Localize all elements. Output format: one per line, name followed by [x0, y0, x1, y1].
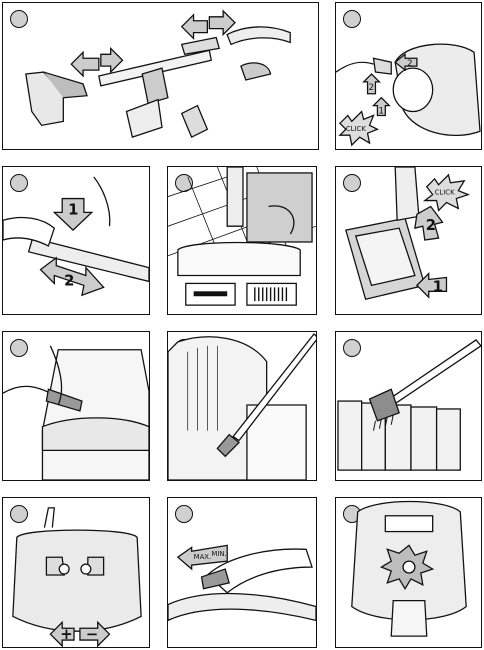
svg-text:+: + [60, 626, 72, 643]
nozzle-cover-illustration: CLICK 2 1 [336, 167, 481, 314]
svg-text:1: 1 [378, 106, 384, 116]
svg-text:1: 1 [68, 201, 78, 218]
svg-text:1: 1 [433, 278, 443, 295]
click-burst-icon: CLICK [340, 112, 377, 146]
telescopic-tube-illustration: 1 2 [3, 167, 149, 314]
step-panel-1 [2, 2, 319, 150]
numbered-arrow-icon: 1 [54, 199, 91, 231]
numbered-arrow-icon: 1 [373, 98, 389, 117]
step-panel-7 [167, 331, 317, 481]
dustbag-indicator-illustration [336, 498, 481, 647]
step-panel-11 [335, 497, 482, 648]
svg-text:CLICK: CLICK [346, 125, 366, 133]
numbered-arrow-icon: 2 [364, 74, 380, 94]
hose-connection-illustration: 2 2 1 CLICK [336, 3, 481, 149]
crevice-tool-illustration [168, 332, 316, 480]
step-panel-2: 2 2 1 CLICK [335, 2, 482, 150]
floor-nozzle-illustration [168, 167, 316, 314]
step-panel-5: CLICK 2 1 [335, 166, 482, 315]
svg-text:2: 2 [426, 217, 436, 234]
dusting-brush-illustration [336, 332, 481, 480]
svg-text:CLICK: CLICK [435, 189, 455, 197]
accessories-illustration [3, 3, 318, 149]
step-panel-10: MAX. MIN. [167, 497, 317, 648]
svg-text:−: − [86, 626, 98, 643]
step-panel-9: + − [2, 497, 150, 648]
step-panel-6 [2, 331, 150, 481]
step-panel-4 [167, 166, 317, 315]
step-panel-8 [335, 331, 482, 481]
power-control-illustration: + − [3, 498, 149, 647]
suction-regulator-illustration: MAX. MIN. [168, 498, 316, 647]
click-burst-icon: CLICK [425, 175, 468, 211]
svg-text:MIN.: MIN. [211, 550, 226, 558]
svg-text:2: 2 [369, 83, 375, 93]
svg-text:MAX.: MAX. [194, 553, 212, 561]
svg-text:2: 2 [407, 59, 413, 69]
upholstery-cleaning-illustration [3, 332, 149, 480]
step-panel-3: 1 2 [2, 166, 150, 315]
svg-text:2: 2 [64, 272, 74, 289]
